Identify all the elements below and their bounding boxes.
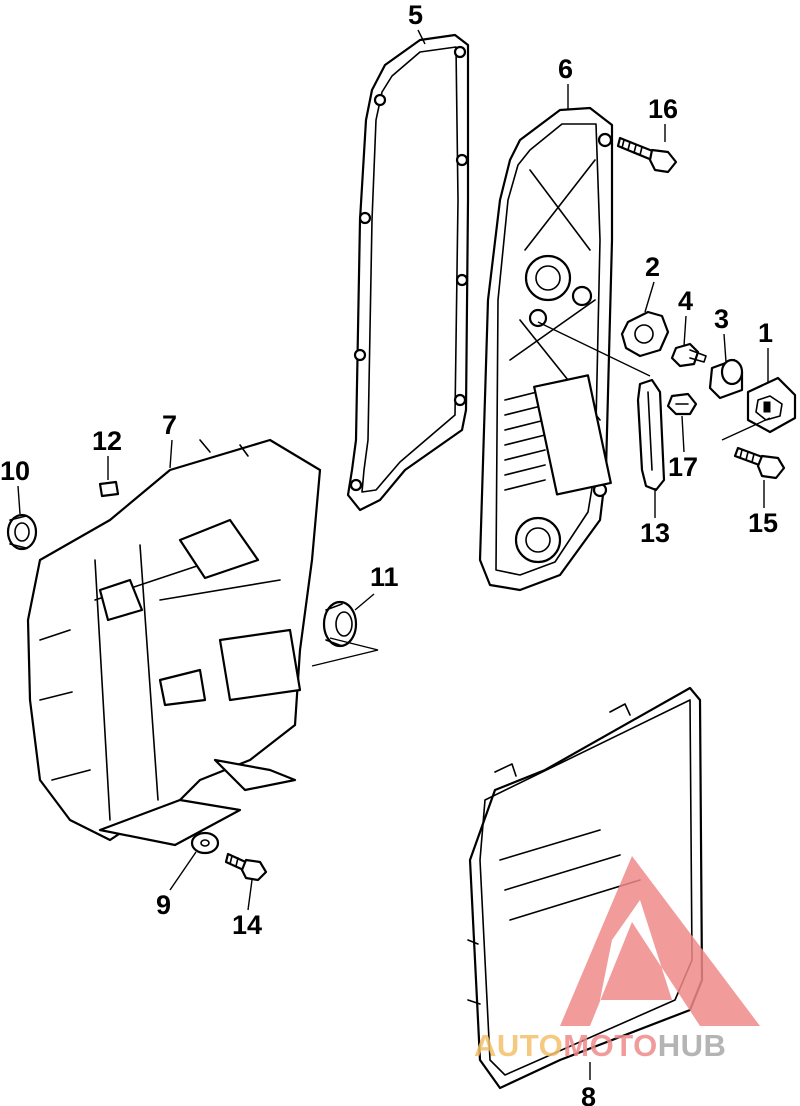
watermark-moto: MOTO [563, 1028, 657, 1063]
callout-13: 13 [640, 518, 670, 548]
part-4-screw [670, 342, 707, 368]
part-16-bolt [616, 136, 678, 174]
leader-lines [17, 29, 771, 1080]
callout-1: 1 [758, 318, 773, 348]
part-13-strap [636, 378, 666, 492]
watermark-hub: HUB [658, 1028, 727, 1063]
callout-5: 5 [408, 0, 423, 30]
callout-3: 3 [714, 304, 729, 334]
callout-16: 16 [648, 94, 678, 124]
callout-2: 2 [645, 252, 660, 282]
callout-labels: 1 2 3 4 5 6 7 8 9 10 11 12 13 14 15 16 1… [0, 0, 778, 1106]
callout-17: 17 [668, 452, 698, 482]
part-3-cylinder [708, 358, 744, 400]
callout-15: 15 [748, 508, 778, 538]
callout-7: 7 [162, 410, 177, 440]
callout-4: 4 [678, 286, 693, 316]
part-6-bracket [478, 106, 614, 592]
part-12-clip [98, 480, 120, 498]
part-10-grommet [6, 513, 38, 551]
callout-12: 12 [92, 426, 122, 456]
watermark-auto: AUTO [474, 1028, 563, 1063]
svg-text:AUTOMOTOHUB: AUTOMOTOHUB [474, 1028, 726, 1063]
part-14-bolt [224, 852, 268, 882]
callout-14: 14 [232, 910, 262, 940]
callout-10: 10 [0, 456, 30, 486]
part-17-bolt [666, 392, 698, 416]
callout-11: 11 [370, 562, 399, 592]
watermark: AUTOMOTOHUB [474, 856, 760, 1063]
part-15-bolt [733, 446, 786, 480]
callout-9: 9 [156, 890, 171, 920]
part-7-housing [26, 438, 322, 847]
callout-8: 8 [581, 1082, 596, 1106]
part-5-gasket [346, 33, 470, 512]
part-2-gasket [620, 310, 670, 358]
part-11-grommet [322, 600, 358, 648]
watermark-logo-icon [560, 856, 760, 1026]
part-1-connector [746, 376, 797, 434]
part-9-washer [190, 831, 220, 855]
callout-6: 6 [558, 54, 573, 84]
